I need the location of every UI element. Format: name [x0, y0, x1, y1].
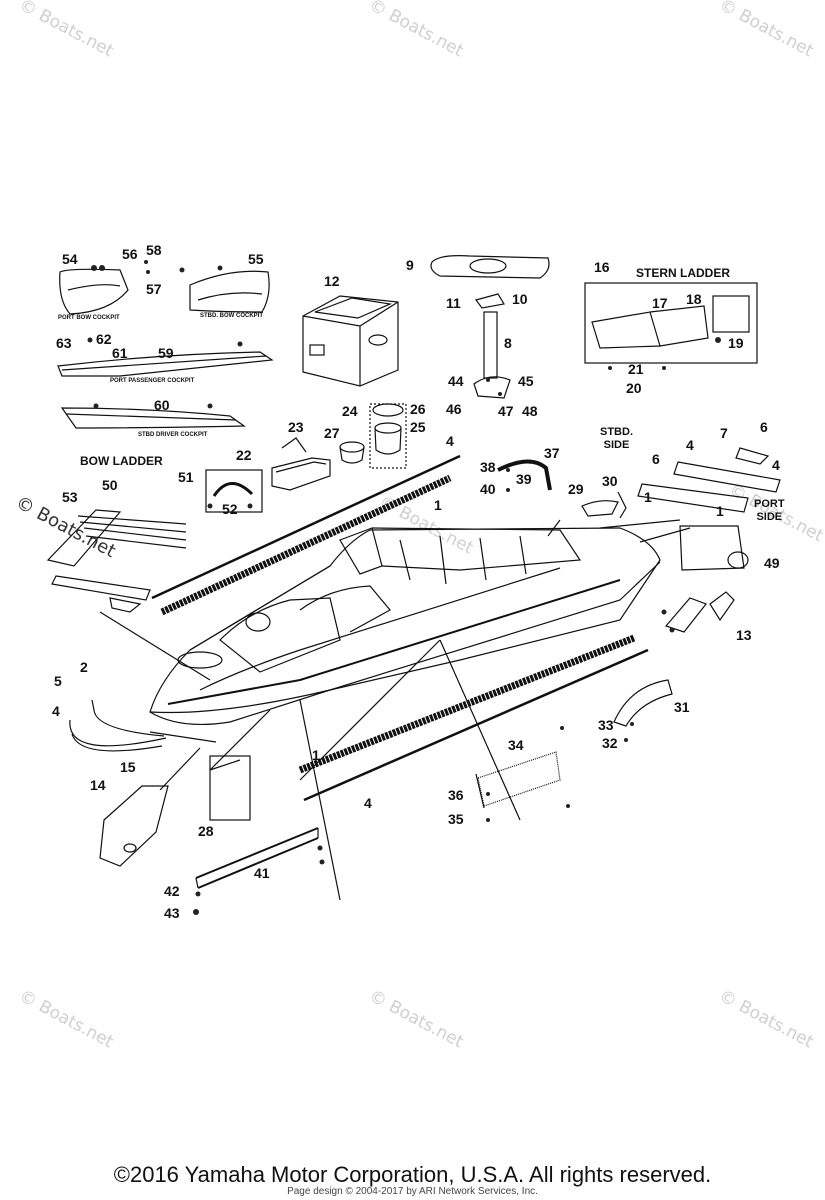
callout-19: 19	[728, 335, 744, 351]
callout-15: 15	[120, 759, 136, 775]
stern-bracket	[673, 461, 781, 493]
callout-1-bottom: 1	[312, 747, 320, 763]
callout-61: 61	[112, 345, 128, 361]
callout-62: 62	[96, 331, 112, 347]
callout-60: 60	[154, 397, 170, 413]
callout-2: 2	[80, 659, 88, 675]
port-bow-cockpit-caption: PORT BOW COCKPIT	[58, 315, 120, 321]
callout-63: 63	[56, 335, 72, 351]
cooler-box	[302, 295, 399, 387]
stbd-driver-cockpit-rail	[60, 407, 246, 429]
callout-42: 42	[164, 883, 180, 899]
callout-9: 9	[406, 257, 414, 273]
storage-tray	[271, 457, 331, 491]
callout-10: 10	[512, 291, 528, 307]
stbd-driver-cockpit-caption: STBD DRIVER COCKPIT	[138, 432, 208, 438]
callout-54: 54	[62, 251, 78, 267]
callout-34: 34	[508, 737, 524, 753]
stern-ladder-box	[584, 282, 758, 364]
callout-18: 18	[686, 291, 702, 307]
callout-16: 16	[594, 259, 610, 275]
boat-hull	[149, 527, 661, 726]
callout-22: 22	[236, 447, 252, 463]
page-design-credit: Page design © 2004-2017 by ARI Network S…	[287, 1186, 538, 1197]
callout-13: 13	[736, 627, 752, 643]
copyright-notice: ©2016 Yamaha Motor Corporation, U.S.A. A…	[113, 1162, 712, 1187]
callout-24: 24	[342, 403, 358, 419]
callout-4-bow: 4	[52, 703, 60, 719]
callout-49: 49	[764, 555, 780, 571]
callout-1-right: 1	[716, 503, 724, 519]
callout-38: 38	[480, 459, 496, 475]
pole	[483, 311, 498, 379]
stbd-side-label: STBD. SIDE	[600, 426, 633, 451]
stern-ladder-title: STERN LADDER	[636, 266, 731, 280]
callout-21: 21	[628, 361, 644, 377]
callout-51: 51	[178, 469, 194, 485]
callout-43: 43	[164, 905, 180, 921]
callout-47: 47	[498, 403, 514, 419]
callout-45: 45	[518, 373, 534, 389]
callout-1-left: 1	[644, 489, 652, 505]
fender	[613, 679, 673, 727]
stbd-bow-cockpit-pad	[189, 270, 270, 313]
bow-ladder-title: BOW LADDER	[80, 454, 163, 468]
callout-25: 25	[410, 419, 426, 435]
callout-46: 46	[446, 401, 462, 417]
callout-17: 17	[652, 295, 668, 311]
callout-30: 30	[602, 473, 618, 489]
callout-26: 26	[410, 401, 426, 417]
callout-32: 32	[602, 735, 618, 751]
callout-20: 20	[626, 380, 642, 396]
callout-53: 53	[62, 489, 78, 505]
port-passenger-cockpit-caption: PORT PASSENGER COCKPIT	[110, 378, 195, 384]
stbd-bow-cockpit-caption: STBD. BOW COCKPIT	[200, 313, 263, 319]
callout-52: 52	[222, 501, 238, 517]
callout-50: 50	[102, 477, 118, 493]
callout-11: 11	[446, 295, 461, 311]
callout-4-stbd: 4	[686, 437, 694, 453]
callout-44: 44	[448, 373, 464, 389]
callout-39: 39	[516, 471, 532, 487]
callout-5: 5	[54, 673, 62, 689]
cargo-net	[477, 751, 561, 807]
callout-35: 35	[448, 811, 464, 827]
callout-14: 14	[90, 777, 106, 793]
grab-rail	[195, 827, 319, 889]
callout-6-left: 6	[652, 451, 660, 467]
callout-23: 23	[288, 419, 304, 435]
port-bow-cockpit-pad	[59, 268, 129, 315]
callout-56: 56	[122, 246, 138, 262]
callout-59: 59	[158, 345, 174, 361]
callout-4-right: 4	[772, 457, 780, 473]
callout-7: 7	[720, 425, 728, 441]
callout-40: 40	[480, 481, 496, 497]
callout-4-bottom: 4	[364, 795, 372, 811]
callout-1-top: 1	[434, 497, 442, 513]
callout-31: 31	[674, 699, 690, 715]
bow-ladder	[46, 469, 263, 613]
callout-6-right: 6	[760, 419, 768, 435]
callout-29: 29	[568, 481, 584, 497]
callout-27: 27	[324, 425, 340, 441]
callout-36: 36	[448, 787, 464, 803]
callout-55: 55	[248, 251, 264, 267]
port-side-label: PORT SIDE	[754, 498, 785, 523]
callout-33: 33	[598, 717, 614, 733]
callout-41: 41	[254, 865, 270, 881]
callout-4-top: 4	[446, 433, 454, 449]
rub-rail	[160, 474, 452, 616]
callout-12: 12	[324, 273, 340, 289]
callout-48: 48	[522, 403, 538, 419]
callout-28: 28	[198, 823, 214, 839]
callout-8: 8	[504, 335, 512, 351]
callout-37: 37	[544, 445, 560, 461]
hatch-lid	[430, 255, 550, 279]
callout-58: 58	[146, 242, 162, 258]
callout-57: 57	[146, 281, 162, 297]
